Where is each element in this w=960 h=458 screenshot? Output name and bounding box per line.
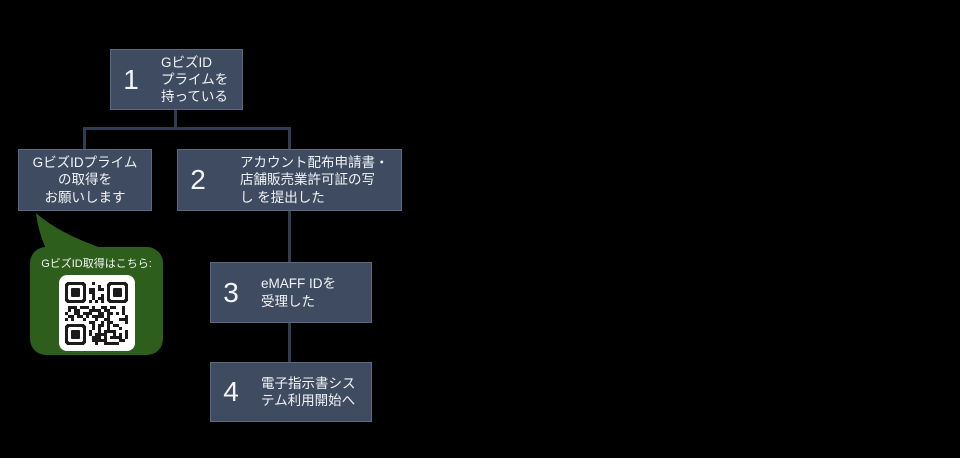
connector-branch-horizontal <box>83 127 291 130</box>
step-box-1: 1 GビズID プライムを 持っている <box>110 49 243 110</box>
speech-bubble: GビズID取得はこちら: <box>30 247 163 355</box>
step-label-3: eMAFF IDを 受理した <box>261 276 337 309</box>
step-box-2: 2 アカウント配布申請書・ 店舗販売業許可証の写 し を提出した <box>177 149 402 211</box>
step-box-3: 3 eMAFF IDを 受理した <box>210 262 372 323</box>
connector-branch-left <box>83 127 86 149</box>
step-number-1: 1 <box>123 63 139 95</box>
connector-step3-step4 <box>288 323 291 362</box>
connector-branch-right <box>288 127 291 149</box>
step-number-2: 2 <box>190 164 206 195</box>
connector-step1-down <box>174 109 177 129</box>
step-box-4: 4 電子指示書シス テム利用開始へ <box>210 362 372 422</box>
step-number-4: 4 <box>223 376 239 407</box>
step-label-1: GビズID プライムを 持っている <box>161 54 229 105</box>
step-label-2: アカウント配布申請書・ 店舗販売業許可証の写 し を提出した <box>240 155 389 205</box>
qr-caption: GビズID取得はこちら: <box>41 258 152 270</box>
step-label-4: 電子指示書シス テム利用開始へ <box>261 375 356 408</box>
side-note-box: GビズIDプライム の取得を お願いします <box>18 149 152 211</box>
qr-code-icon <box>58 275 135 351</box>
speech-bubble-tail <box>36 213 104 249</box>
connector-step2-step3 <box>288 211 291 262</box>
step-number-3: 3 <box>223 276 239 308</box>
